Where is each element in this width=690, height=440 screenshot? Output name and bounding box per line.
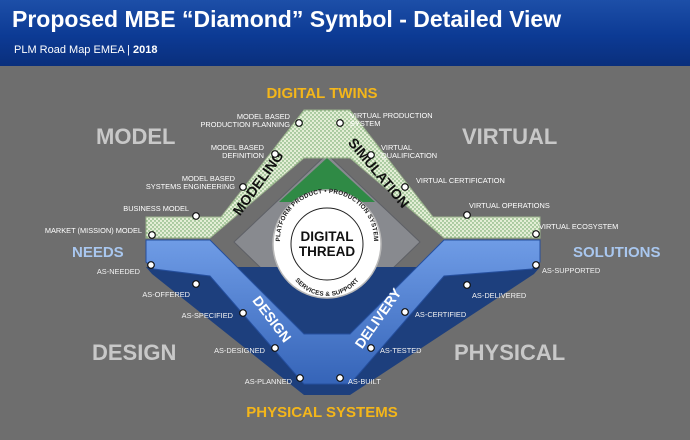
milestone-dot [239,309,247,317]
mbe-diamond-diagram: PLATFORM PRODUCT • PRODUCTION SYSTEM SER… [45,85,661,421]
milestone-dot [192,280,200,288]
milestone-dot [192,212,200,220]
virtual-milestones: VIRTUAL PRODUCTION SYSTEM VIRTUAL QUALIF… [336,111,618,238]
milestone-business-model: BUSINESS MODEL [123,204,189,213]
milestone-dot [401,183,409,191]
milestone-dot [271,344,279,352]
model-milestones: MARKET (MISSION) MODEL BUSINESS MODEL MO… [45,112,303,239]
milestone-as-specified: AS-SPECIFIED [182,311,233,320]
milestone-as-supported: AS-SUPPORTED [542,266,600,275]
milestone-as-needed: AS-NEEDED [97,267,140,276]
pole-digital-twins: DIGITAL TWINS [266,85,377,102]
slide-subtitle: PLM Road Map EMEA | 2018 [14,44,158,56]
milestone-dot [463,211,471,219]
milestone-vps-line2: SYSTEM [350,119,380,128]
milestone-dot [367,344,375,352]
milestone-mbpp-line2: PRODUCTION PLANNING [200,120,290,129]
milestone-dot [148,231,156,239]
milestone-mbd-line2: DEFINITION [222,151,264,160]
physical-milestones: AS-BUILT AS-TESTED AS-CERTIFIED AS-DELIV… [336,261,600,386]
milestone-mbpp-line1: MODEL BASED [237,112,290,121]
milestone-vps-line1: VIRTUAL PRODUCTION [350,111,433,120]
milestone-mbd-line1: MODEL BASED [211,143,264,152]
milestone-vq-line2: QUALIFICATION [381,151,437,160]
milestone-market-model: MARKET (MISSION) MODEL [45,226,142,235]
digital-thread-line2: THREAD [299,244,355,259]
milestone-mbse-line2: SYSTEMS ENGINEERING [146,182,235,191]
milestone-mbse-line1: MODEL BASED [182,174,235,183]
milestone-dot [296,374,304,382]
slide-title: Proposed MBE “Diamond” Symbol - Detailed… [12,6,562,32]
milestone-dot [336,119,344,127]
milestone-as-built: AS-BUILT [348,377,381,386]
quadrant-physical: PHYSICAL [454,340,565,365]
milestone-vq-line1: VIRTUAL [381,143,412,152]
milestone-dot [463,281,471,289]
quadrant-virtual: VIRTUAL [462,124,557,149]
green-triangle-top [279,158,375,202]
digital-thread-disc [272,189,382,299]
milestone-dot [532,230,540,238]
title-bar: Proposed MBE “Diamond” Symbol - Detailed… [0,0,690,66]
milestone-virtual-ecosystem: VIRTUAL ECOSYSTEM [539,222,618,231]
quadrant-model: MODEL [96,124,175,149]
milestone-dot [271,150,279,158]
design-milestones: AS-NEEDED AS-OFFERED AS-SPECIFIED AS-DES… [97,261,304,386]
milestone-as-tested: AS-TESTED [380,346,421,355]
milestone-virtual-certification: VIRTUAL CERTIFICATION [416,176,505,185]
milestone-dot [147,261,155,269]
milestone-dot [367,151,375,159]
milestone-as-planned: AS-PLANNED [245,377,292,386]
pole-solutions: SOLUTIONS [573,244,661,261]
digital-thread-line1: DIGITAL [301,229,354,244]
pole-physical-systems: PHYSICAL SYSTEMS [246,404,397,421]
milestone-as-certified: AS-CERTIFIED [415,310,466,319]
milestone-as-designed: AS-DESIGNED [214,346,265,355]
milestone-dot [295,119,303,127]
blue-chevron-band [145,239,541,385]
milestone-dot [532,261,540,269]
milestone-as-delivered: AS-DELIVERED [472,291,526,300]
milestone-dot [401,308,409,316]
milestone-dot [239,183,247,191]
milestone-dot [336,374,344,382]
quadrant-design: DESIGN [92,340,176,365]
subtitle-year: 2018 [133,44,158,56]
subtitle-event: PLM Road Map EMEA | [14,44,134,56]
digital-thread-ring [290,207,364,281]
milestone-as-offered: AS-OFFERED [142,290,190,299]
pole-needs: NEEDS [72,244,124,261]
green-chevron-band [145,109,541,239]
milestone-virtual-operations: VIRTUAL OPERATIONS [469,201,550,210]
